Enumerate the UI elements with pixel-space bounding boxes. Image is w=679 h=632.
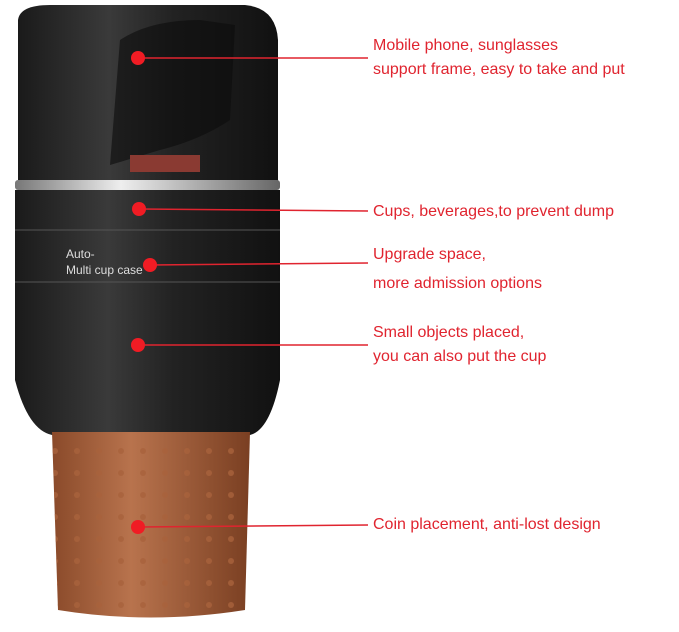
callout-dot <box>131 338 145 352</box>
holder-slot <box>130 155 200 172</box>
callout-text: Coin placement, anti-lost design <box>373 516 601 533</box>
callout-dot <box>132 202 146 216</box>
callout-line <box>137 524 369 528</box>
callout-text: support frame, easy to take and put <box>373 61 625 78</box>
callout-phone-holder: Mobile phone, sunglasses support frame, … <box>373 34 625 82</box>
callout-line <box>138 208 369 212</box>
product-print-line1: Auto- <box>66 247 95 261</box>
callout-small-objects: Small objects placed, you can also put t… <box>373 321 546 369</box>
callout-text: Small objects placed, <box>373 324 525 341</box>
callout-dot <box>131 520 145 534</box>
callout-upgrade-space: Upgrade space, more admission options <box>373 240 542 298</box>
cup-body <box>15 285 280 435</box>
silver-ring <box>15 180 280 190</box>
callout-text: Upgrade space, <box>373 246 486 263</box>
callout-dot <box>143 258 157 272</box>
callout-text: Mobile phone, sunglasses <box>373 37 559 54</box>
sleeve-dot-texture <box>52 432 250 618</box>
callout-dot <box>131 51 145 65</box>
product-print-line2: Multi cup case <box>66 263 143 277</box>
callout-text: more admission options <box>373 275 542 292</box>
callout-text: Cups, beverages,to prevent dump <box>373 203 615 220</box>
callout-coin: Coin placement, anti-lost design <box>373 513 601 537</box>
callout-cups: Cups, beverages,to prevent dump <box>373 200 614 224</box>
callout-text: you can also put the cup <box>373 348 547 365</box>
callout-line <box>149 262 369 266</box>
